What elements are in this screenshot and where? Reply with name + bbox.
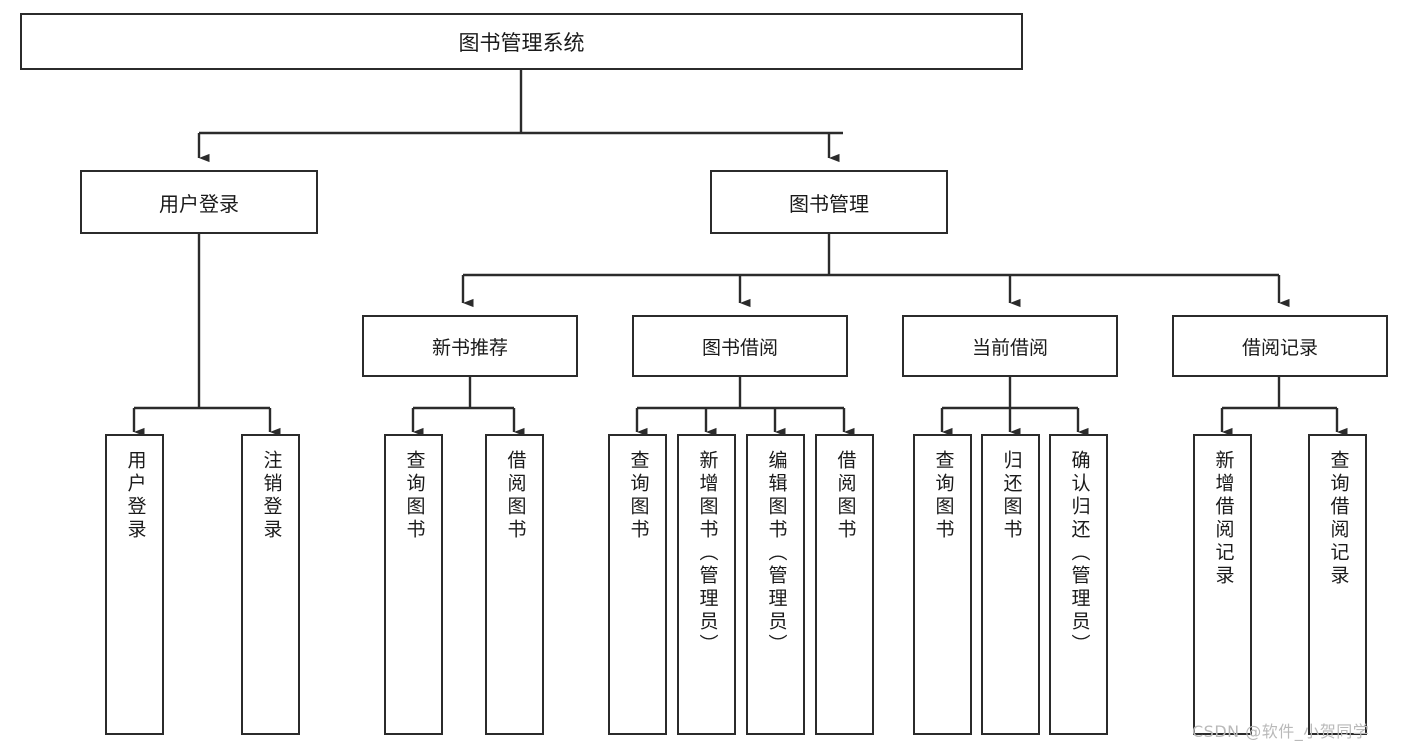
node-book-borrow[interactable]: 图书借阅 xyxy=(632,315,848,377)
node-leaf-add-record[interactable]: 新增借阅记录 xyxy=(1193,434,1252,735)
node-leaf-query-book-2-label: 查询图书 xyxy=(627,450,650,542)
node-book-borrow-label: 图书借阅 xyxy=(701,336,778,359)
node-current-borrow[interactable]: 当前借阅 xyxy=(902,315,1118,377)
node-user-login[interactable]: 用户登录 xyxy=(80,170,318,234)
node-current-borrow-label: 当前借阅 xyxy=(971,336,1048,359)
node-leaf-user-login-label: 用户登录 xyxy=(124,450,147,542)
node-leaf-query-book-1[interactable]: 查询图书 xyxy=(384,434,443,735)
csdn-watermark: CSDN @软件_小贺同学 xyxy=(1192,722,1370,741)
node-leaf-borrow-book-1-label: 借阅图书 xyxy=(504,450,527,542)
node-leaf-query-record-label: 查询借阅记录 xyxy=(1327,450,1350,588)
node-leaf-logout-label: 注销登录 xyxy=(260,450,283,542)
node-leaf-borrow-book-2[interactable]: 借阅图书 xyxy=(815,434,874,735)
node-leaf-query-book-2[interactable]: 查询图书 xyxy=(608,434,667,735)
node-user-login-label: 用户登录 xyxy=(159,191,239,216)
node-leaf-user-login[interactable]: 用户登录 xyxy=(105,434,164,735)
node-leaf-return-book[interactable]: 归还图书 xyxy=(981,434,1040,735)
node-leaf-add-book-label: 新增图书（管理员） xyxy=(696,450,719,657)
node-leaf-query-record[interactable]: 查询借阅记录 xyxy=(1308,434,1367,735)
node-leaf-add-record-label: 新增借阅记录 xyxy=(1212,450,1235,588)
node-leaf-query-book-3-label: 查询图书 xyxy=(932,450,955,542)
node-leaf-borrow-book-2-label: 借阅图书 xyxy=(834,450,857,542)
node-leaf-query-book-3[interactable]: 查询图书 xyxy=(913,434,972,735)
node-book-manage[interactable]: 图书管理 xyxy=(710,170,948,234)
node-leaf-query-book-1-label: 查询图书 xyxy=(403,450,426,542)
node-root[interactable]: 图书管理系统 xyxy=(20,13,1023,70)
node-borrow-record-label: 借阅记录 xyxy=(1241,336,1318,359)
node-leaf-edit-book[interactable]: 编辑图书（管理员） xyxy=(746,434,805,735)
node-leaf-return-book-label: 归还图书 xyxy=(1000,450,1023,542)
node-root-label: 图书管理系统 xyxy=(458,30,585,55)
node-leaf-add-book[interactable]: 新增图书（管理员） xyxy=(677,434,736,735)
node-leaf-edit-book-label: 编辑图书（管理员） xyxy=(765,450,788,657)
node-borrow-record[interactable]: 借阅记录 xyxy=(1172,315,1388,377)
node-new-book-recommend-label: 新书推荐 xyxy=(431,336,508,359)
node-leaf-confirm-return-label: 确认归还（管理员） xyxy=(1068,450,1091,657)
node-book-manage-label: 图书管理 xyxy=(789,191,869,216)
node-leaf-logout[interactable]: 注销登录 xyxy=(241,434,300,735)
node-leaf-confirm-return[interactable]: 确认归还（管理员） xyxy=(1049,434,1108,735)
node-leaf-borrow-book-1[interactable]: 借阅图书 xyxy=(485,434,544,735)
node-new-book-recommend[interactable]: 新书推荐 xyxy=(362,315,578,377)
